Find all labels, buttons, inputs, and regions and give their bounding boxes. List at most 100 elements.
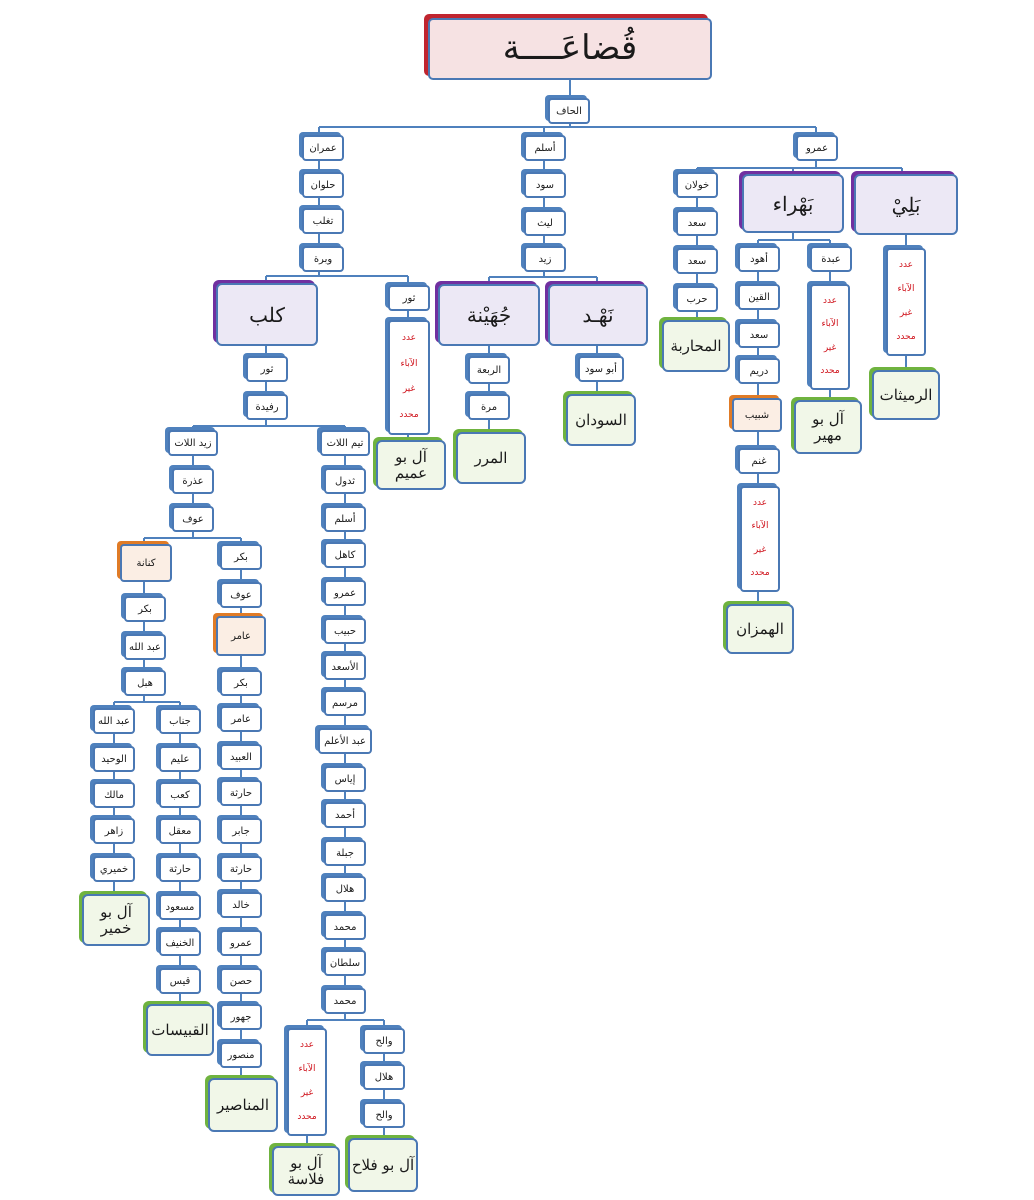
node-hilal-taym: هلال xyxy=(324,876,366,902)
node-taym-allat: تيم اللات xyxy=(320,430,370,456)
node-awf-bakr: عوف xyxy=(220,582,262,608)
node-muhammad-1: محمد xyxy=(324,914,366,940)
leaf-abu-amim: آل بو عميم xyxy=(376,440,446,490)
node-shabib: شبيب xyxy=(732,398,782,432)
node-habib: حبيب xyxy=(324,618,366,644)
node-ghanm: غنم xyxy=(738,448,780,474)
node-haritha-bakr-1: حارثة xyxy=(220,780,262,806)
node-abdallah-kinana: عبد الله xyxy=(124,634,166,660)
node-bakr-kinana: بكر xyxy=(124,596,166,622)
gap-note-word: عدد xyxy=(401,332,417,343)
node-qays: قيس xyxy=(159,968,201,994)
node-kaab: كعب xyxy=(159,782,201,808)
gap-note-falasa: عدد الآباء غير محدد xyxy=(287,1028,327,1136)
node-maqil: معقل xyxy=(159,818,201,844)
node-layth: ليث xyxy=(524,210,566,236)
node-amr-branch: عمرو xyxy=(796,135,838,161)
leaf-abu-mahir: آل بو مهير xyxy=(794,400,862,454)
node-abu-sud: أبو سود xyxy=(578,356,624,382)
node-abda: عبدة xyxy=(810,246,852,272)
node-al-asad: الأسعد xyxy=(324,654,366,680)
gap-note-word: غير xyxy=(300,1088,314,1099)
node-al-haf: الحاف xyxy=(548,98,590,124)
tribe-kalb: كلب xyxy=(216,283,318,346)
leaf-rumaithat: الرميثات xyxy=(872,370,940,420)
node-ahwad: أهود xyxy=(738,246,780,272)
gap-note-word: عدد xyxy=(299,1040,315,1051)
node-jabir: جابر xyxy=(220,818,262,844)
node-walih-2: والح xyxy=(363,1102,405,1128)
tribe-juhayna: جُهَيْنة xyxy=(438,284,540,346)
leaf-manasir: المناصير xyxy=(208,1078,278,1132)
gap-note-word: محدد xyxy=(297,1112,317,1123)
node-haritha-janab: حارثة xyxy=(159,856,201,882)
gap-note-word: غير xyxy=(823,342,837,353)
node-aslam-taym: أسلم xyxy=(324,506,366,532)
gap-note-word: محدد xyxy=(820,366,840,377)
node-rufayda: رفيدة xyxy=(246,394,288,420)
node-hubal: هبل xyxy=(124,670,166,696)
node-wabra: وبرة xyxy=(302,246,344,272)
root-node-qudaa: قُضاعَــــة xyxy=(428,18,712,80)
node-al-khunayf: الخنيف xyxy=(159,930,201,956)
leaf-mahariba: المحاربة xyxy=(662,320,730,372)
node-sud: سود xyxy=(524,172,566,198)
node-khalid: خالد xyxy=(220,892,262,918)
node-abd-al-alam: عبد الأعلم xyxy=(318,728,372,754)
node-bakr-2: بكر xyxy=(220,670,262,696)
node-saad-2: سعد xyxy=(676,248,718,274)
gap-note-word: محدد xyxy=(750,568,770,579)
gap-note-word: عدد xyxy=(898,260,914,271)
node-thawr-imran: ثور xyxy=(388,285,430,311)
gap-note-word: الآباء xyxy=(298,1064,316,1075)
node-saad-bahra: سعد xyxy=(738,322,780,348)
node-al-qayn: القين xyxy=(738,284,780,310)
node-aslam-branch: أسلم xyxy=(524,135,566,161)
node-amir-2: عامر xyxy=(220,706,262,732)
node-hisn: حصن xyxy=(220,968,262,994)
node-al-ubayd: العبيد xyxy=(220,744,262,770)
node-hulwan: حلوان xyxy=(302,172,344,198)
gap-note-word: الآباء xyxy=(400,358,418,369)
node-ahmad: أحمد xyxy=(324,802,366,828)
gap-note-word: الآباء xyxy=(821,319,839,330)
node-al-rabaa: الربعة xyxy=(468,356,510,384)
leaf-marar: المرر xyxy=(456,432,526,484)
node-duraym: دريم xyxy=(738,358,780,384)
node-kinana: كنانة xyxy=(120,544,172,582)
node-walih-1: والح xyxy=(363,1028,405,1054)
tribe-nahd: نَهْـد xyxy=(548,284,648,346)
node-imran-branch: عمران xyxy=(302,135,344,161)
node-khawlan: خولان xyxy=(676,172,718,198)
leaf-abu-falah: آل بو فلاح xyxy=(348,1138,418,1192)
leaf-sudan: السودان xyxy=(566,394,636,446)
node-jahwar: جهور xyxy=(220,1004,262,1030)
node-ulaym: عليم xyxy=(159,746,201,772)
leaf-qubaisat: القبيسات xyxy=(146,1004,214,1056)
node-zayd-aslam: زيد xyxy=(524,246,566,272)
node-sultan: سلطان xyxy=(324,950,366,976)
node-harb: حرب xyxy=(676,286,718,312)
node-amr-taym: عمرو xyxy=(324,580,366,606)
node-amir-1: عامر xyxy=(216,616,266,656)
node-abdallah-sub: عبد الله xyxy=(93,708,135,734)
node-janab: جناب xyxy=(159,708,201,734)
node-iyas: إياس xyxy=(324,766,366,792)
gap-note-word: غير xyxy=(753,544,767,555)
leaf-abu-khamir: آل بو خمير xyxy=(82,894,150,946)
gap-note-word: عدد xyxy=(822,295,838,306)
node-malik: مالك xyxy=(93,782,135,808)
node-masud: مسعود xyxy=(159,894,201,920)
gap-note-word: الآباء xyxy=(751,521,769,532)
node-kahil: كاهل xyxy=(324,542,366,568)
node-al-wahid: الوحيد xyxy=(93,746,135,772)
node-zayd-allat: زيد اللات xyxy=(168,430,218,456)
node-hilal-wali: هلال xyxy=(363,1064,405,1090)
node-taghlib: تغلب xyxy=(302,208,344,234)
gap-note-word: الآباء xyxy=(897,284,915,295)
node-khumayri: خميري xyxy=(93,856,135,882)
